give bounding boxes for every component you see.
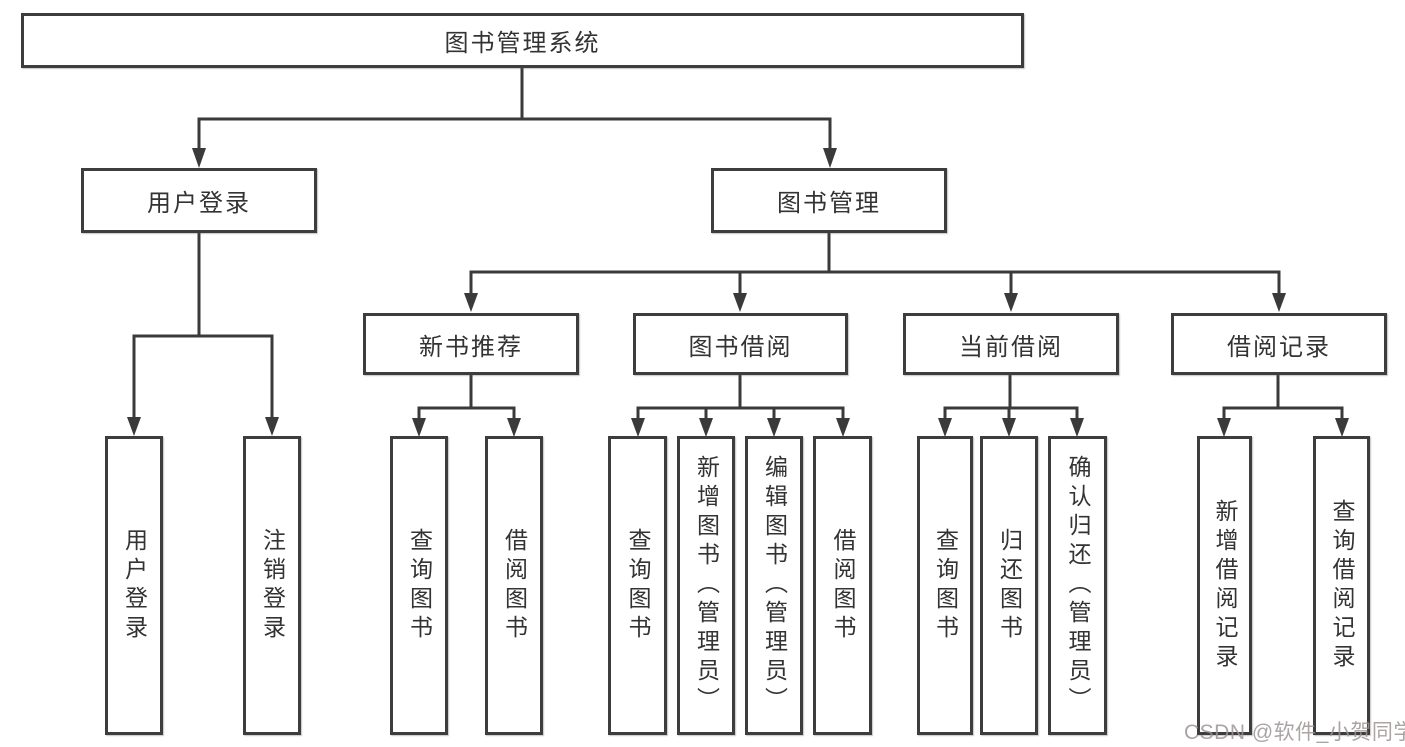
- node-user-login: 用户登录: [81, 168, 317, 233]
- leaf-label: 用户登录: [121, 527, 148, 644]
- leaf-query-books: 查询图书: [608, 436, 667, 735]
- leaf-label: 归还图书: [996, 527, 1023, 644]
- node-label: 图书借阅: [688, 333, 793, 361]
- leaf-borrow-books: 借阅图书: [813, 436, 872, 735]
- leaf-query-books: 查询图书: [390, 436, 448, 735]
- node-book-borrowing: 图书借阅: [633, 313, 848, 375]
- leaf-edit-books-admin: 编辑图书（管理员）: [745, 436, 803, 735]
- leaf-label: 确认归还（管理员）: [1065, 455, 1091, 716]
- node-book-management: 图书管理: [711, 168, 947, 233]
- leaf-label: 新增图书（管理员）: [693, 455, 720, 716]
- leaf-label: 查询图书: [406, 527, 433, 644]
- leaf-label: 借阅图书: [501, 527, 528, 644]
- leaf-label: 注销登录: [259, 527, 286, 644]
- leaf-label: 查询图书: [932, 527, 959, 644]
- leaf-label: 编辑图书（管理员）: [761, 455, 788, 716]
- leaf-borrow-books: 借阅图书: [485, 436, 543, 735]
- leaf-label: 查询借阅记录: [1329, 498, 1355, 673]
- leaf-query-books: 查询图书: [917, 436, 973, 735]
- node-label: 新书推荐: [419, 333, 523, 361]
- leaf-label: 查询图书: [625, 527, 651, 644]
- csdn-watermark: CSDN @软件_小贺同学: [1184, 721, 1405, 744]
- leaf-label: 借阅图书: [830, 527, 856, 644]
- leaf-label: 新增借阅记录: [1212, 498, 1238, 673]
- node-new-book-recommendation: 新书推荐: [363, 313, 579, 375]
- node-label: 借阅记录: [1227, 333, 1331, 361]
- leaf-confirm-return-admin: 确认归还（管理员）: [1048, 436, 1107, 735]
- leaf-return-books: 归还图书: [980, 436, 1038, 735]
- leaf-logout: 注销登录: [243, 436, 301, 735]
- leaf-query-borrow-record: 查询借阅记录: [1313, 436, 1370, 735]
- leaf-add-books-admin: 新增图书（管理员）: [677, 436, 735, 735]
- node-library-management-system: 图书管理系统: [21, 13, 1024, 68]
- node-label: 当前借阅: [959, 333, 1063, 361]
- node-current-borrowing: 当前借阅: [903, 313, 1119, 375]
- leaf-user-login: 用户登录: [105, 436, 163, 735]
- leaf-add-borrow-record: 新增借阅记录: [1197, 436, 1252, 735]
- node-label: 图书管理: [777, 190, 881, 217]
- node-label: 用户登录: [147, 190, 251, 217]
- node-label: 图书管理系统: [444, 30, 601, 57]
- node-borrowing-records: 借阅记录: [1171, 313, 1387, 375]
